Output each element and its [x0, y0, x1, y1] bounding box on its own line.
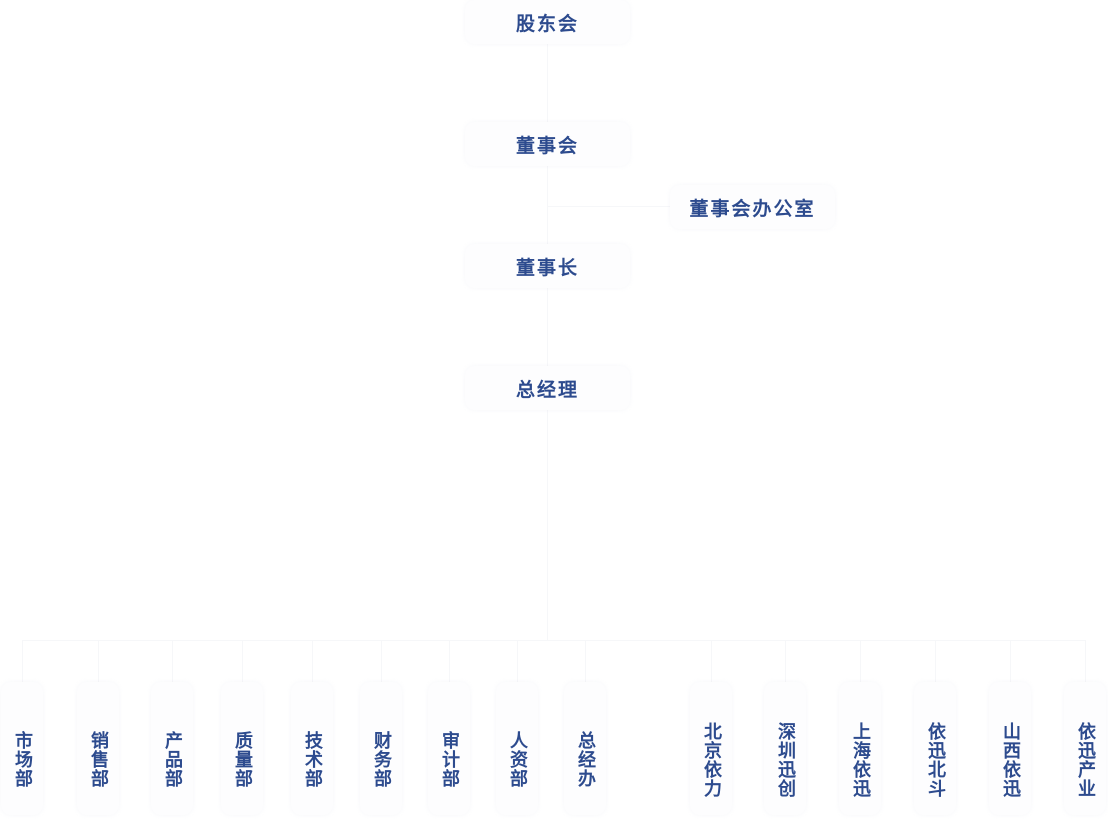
department-node[interactable]: 市场部	[1, 682, 43, 815]
connector-line	[1085, 640, 1086, 682]
connector-line	[711, 640, 712, 682]
department-node[interactable]: 财务部	[360, 682, 402, 815]
node-shareholders[interactable]: 股东会	[465, 0, 630, 44]
department-node[interactable]: 质量部	[221, 682, 263, 815]
connector-line	[860, 640, 861, 682]
subsidiary-node[interactable]: 山西依迅	[989, 682, 1031, 815]
department-node[interactable]: 销售部	[77, 682, 119, 815]
connector-line	[312, 640, 313, 682]
connector-line	[785, 640, 786, 682]
connector-line	[172, 640, 173, 682]
connector-line	[98, 640, 99, 682]
connector-line	[547, 44, 548, 366]
connector-line	[381, 640, 382, 682]
subsidiary-node[interactable]: 上海依迅	[839, 682, 881, 815]
node-board-office[interactable]: 董事会办公室	[670, 185, 835, 229]
connector-line	[1010, 640, 1011, 682]
department-node[interactable]: 审计部	[428, 682, 470, 815]
connector-line	[242, 640, 243, 682]
connector-line	[22, 640, 1086, 641]
connector-line	[547, 206, 670, 207]
connector-line	[547, 410, 548, 640]
department-node[interactable]: 总经办	[564, 682, 606, 815]
node-chairman[interactable]: 董事长	[465, 244, 630, 288]
connector-line	[517, 640, 518, 682]
subsidiary-node[interactable]: 北京依力	[690, 682, 732, 815]
connector-line	[22, 640, 23, 682]
department-node[interactable]: 产品部	[151, 682, 193, 815]
node-general-manager[interactable]: 总经理	[465, 366, 630, 410]
subsidiary-node[interactable]: 深圳迅创	[764, 682, 806, 815]
connector-line	[585, 640, 586, 682]
department-node[interactable]: 人资部	[496, 682, 538, 815]
node-board[interactable]: 董事会	[465, 122, 630, 166]
subsidiary-node[interactable]: 依迅北斗	[914, 682, 956, 815]
connector-line	[935, 640, 936, 682]
department-node[interactable]: 技术部	[291, 682, 333, 815]
subsidiary-node[interactable]: 依迅产业	[1064, 682, 1106, 815]
connector-line	[449, 640, 450, 682]
